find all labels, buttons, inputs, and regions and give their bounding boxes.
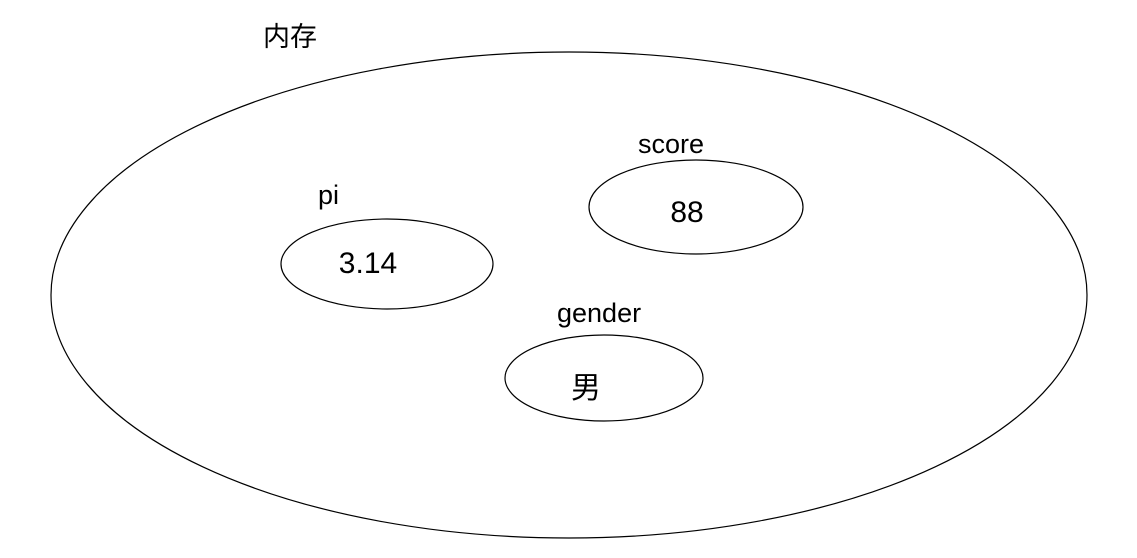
variable-score: score 88 — [588, 129, 804, 255]
variable-value: 88 — [670, 196, 703, 229]
gender-ellipse — [504, 334, 704, 422]
variable-gender: gender 男 — [504, 298, 704, 422]
variable-value: 3.14 — [339, 247, 397, 280]
memory-ellipse — [50, 51, 1088, 539]
variable-name-label: score — [638, 129, 704, 159]
memory-label: 内存 — [263, 22, 317, 52]
score-ellipse — [588, 159, 804, 255]
variable-name-label: gender — [557, 298, 641, 328]
pi-ellipse — [280, 218, 494, 310]
variable-name-label: pi — [318, 180, 339, 210]
variable-value: 男 — [571, 372, 601, 405]
variable-pi: pi 3.14 — [280, 180, 494, 310]
